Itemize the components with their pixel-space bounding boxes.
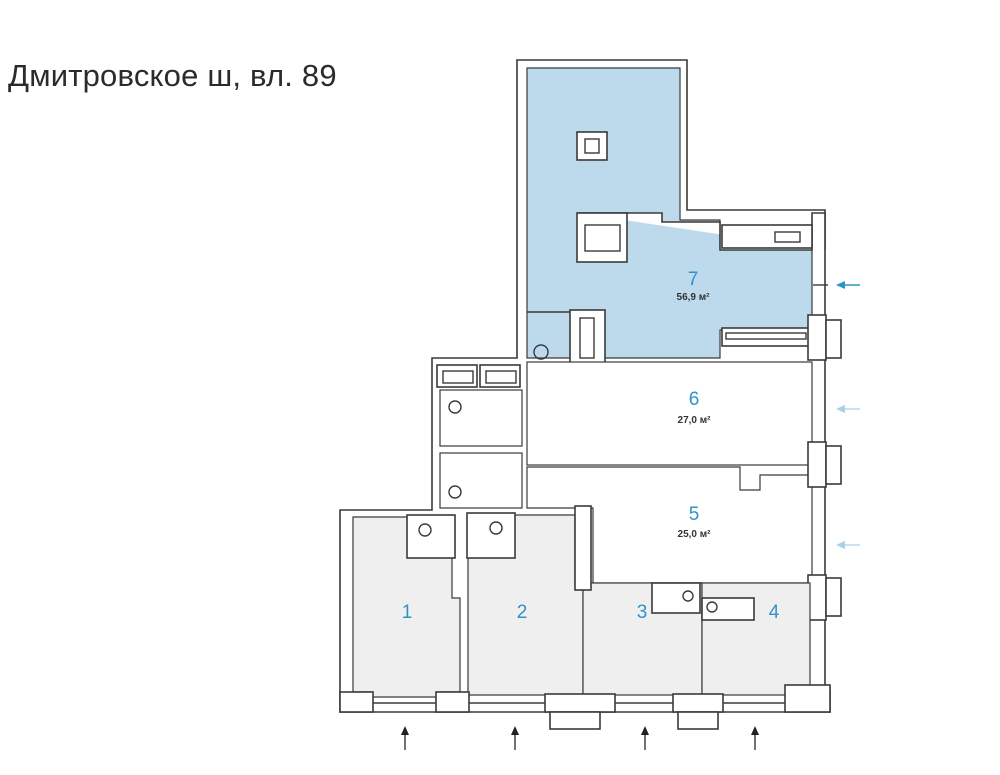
room-7-number: 7: [688, 269, 699, 290]
room-5-area: 25,0 м²: [678, 529, 712, 540]
wc-1: [439, 389, 523, 447]
room-7-area: 56,9 м²: [677, 292, 711, 303]
room-5-number: 5: [689, 504, 700, 525]
entrance-arrow-icon: [836, 281, 860, 289]
entrance-arrow-icon: [401, 726, 759, 750]
entrance-arrow-icon: [836, 405, 860, 549]
room-6-area: 27,0 м²: [678, 415, 712, 426]
room-3-number: 3: [637, 602, 648, 623]
room-6-number: 6: [689, 389, 700, 410]
toilet-icon: [533, 344, 549, 360]
column-icon: [576, 131, 608, 161]
shower-block: [569, 309, 606, 371]
wc-2: [439, 452, 523, 509]
address-title: Дмитровское ш, вл. 89: [8, 58, 337, 93]
counter: [721, 327, 813, 347]
room-1-number: 1: [402, 602, 413, 623]
room-4-number: 4: [769, 602, 780, 623]
counter: [721, 224, 813, 249]
room-6[interactable]: [526, 361, 813, 466]
room-2-number: 2: [517, 602, 528, 623]
